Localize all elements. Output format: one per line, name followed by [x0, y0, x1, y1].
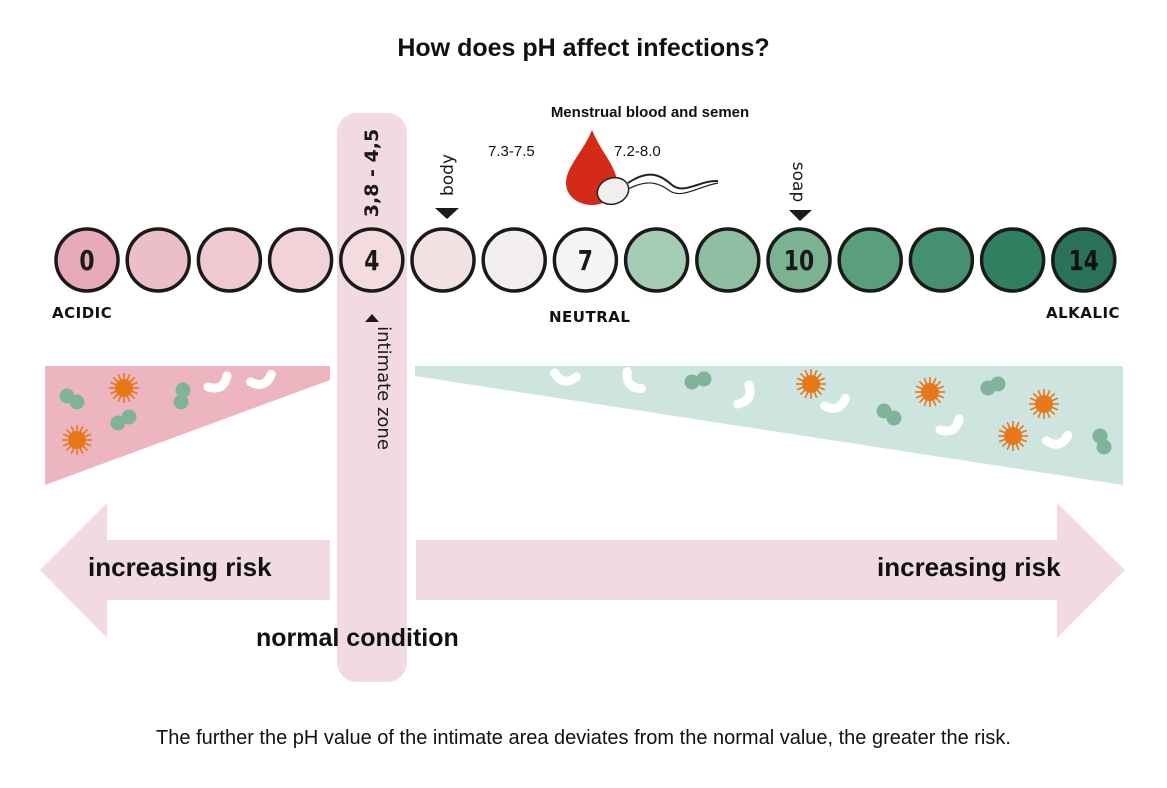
ph-circle-2 [196, 227, 263, 293]
ph-circle-9 [695, 227, 761, 293]
body-marker-label: body [438, 154, 458, 196]
ph-circle-4 [339, 227, 405, 293]
alkaline-risk-wedge [415, 366, 1123, 485]
bacteria-cocci-icon [980, 376, 1006, 396]
ph-circle-14 [1051, 227, 1117, 293]
ph-circle-13 [979, 227, 1046, 293]
ph-circle-0 [54, 227, 120, 293]
normal-condition-label: normal condition [256, 624, 459, 652]
body-marker-icon [435, 208, 459, 219]
microbes [59, 367, 1112, 455]
blood-range: 7.3-7.5 [488, 143, 535, 160]
menstrual-title: Menstrual blood and semen [550, 104, 750, 121]
semen-range: 7.2-8.0 [614, 143, 661, 160]
footnote: The further the pH value of the intimate… [156, 727, 1011, 749]
bacteria-rod-icon [203, 371, 232, 393]
ph-scale: 0 4 7 10 14 [54, 227, 1117, 293]
bacteria-rod-icon [935, 414, 964, 436]
bacteria-rod-icon [246, 369, 276, 389]
bacteria-rod-icon [550, 368, 581, 386]
bacteria-cocci-icon [110, 409, 137, 431]
bacteria-rod-icon [733, 380, 755, 409]
ph-circle-label-14: 14 [1069, 244, 1099, 276]
bacteria-cocci-icon [1092, 428, 1112, 455]
ph-circle-label-0: 0 [79, 244, 94, 276]
ph-circle-1 [125, 227, 191, 293]
neutral-label: NEUTRAL [549, 308, 631, 326]
zone-label-text: intimate zone [373, 326, 394, 450]
right-risk-label: increasing risk [877, 552, 1061, 582]
ph-circle-7 [552, 227, 619, 293]
ph-circle-8 [623, 227, 690, 293]
bacteria-cocci-icon [684, 371, 712, 390]
ph-circle-10 [766, 227, 832, 293]
alkalic-label: ALKALIC [1046, 304, 1121, 322]
ph-circle-label-10: 10 [784, 244, 814, 276]
bacteria-spiky-icon [998, 421, 1028, 451]
left-risk-label: increasing risk [88, 552, 272, 582]
bacteria-cocci-icon [59, 388, 85, 410]
page-title: How does pH affect infections? [397, 34, 770, 62]
zone-range-text: 3,8 - 4,5 [361, 129, 383, 217]
zone-pointer-icon [365, 314, 379, 322]
ph-circle-11 [837, 227, 903, 293]
bacteria-cocci-icon [876, 403, 902, 426]
bacteria-cocci-icon [173, 382, 191, 410]
acidic-label: ACIDIC [52, 304, 113, 322]
ph-circle-5 [410, 227, 476, 293]
bacteria-spiky-icon [109, 373, 139, 403]
bacteria-rod-icon [820, 393, 850, 413]
acidic-risk-wedge [45, 366, 330, 485]
right-risk-arrow [416, 503, 1125, 638]
bacteria-spiky-icon [62, 425, 92, 455]
ph-circle-3 [267, 227, 334, 293]
ph-circle-label-4: 4 [364, 244, 379, 276]
bacteria-spiky-icon [915, 377, 945, 407]
sperm-icon [596, 173, 719, 206]
bacteria-rod-icon [1042, 430, 1073, 449]
ph-circle-label-7: 7 [578, 244, 593, 276]
bacteria-spiky-icon [1029, 389, 1059, 419]
ph-circle-12 [908, 227, 975, 293]
ph-circle-6 [481, 227, 547, 293]
bacteria-rod-icon [622, 367, 646, 393]
bacteria-spiky-icon [796, 369, 826, 399]
soap-marker-icon [789, 210, 812, 221]
soap-marker-label: soap [788, 162, 808, 202]
left-risk-arrow [40, 503, 330, 638]
